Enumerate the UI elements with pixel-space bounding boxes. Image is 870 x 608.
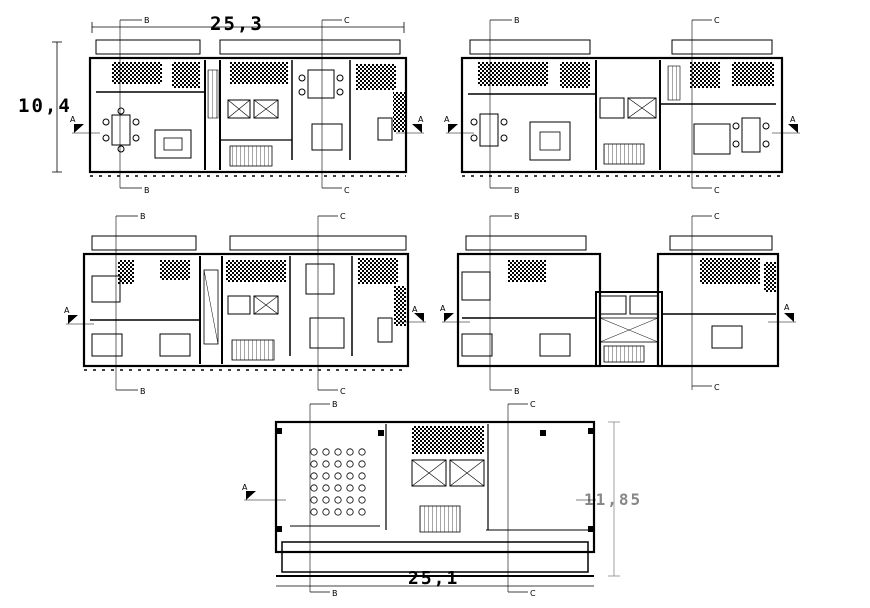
section-c-top: C [714, 212, 720, 221]
section-a-right: A [790, 115, 796, 124]
section-c-bottom: C [530, 589, 536, 598]
top-width-label: 25,3 [210, 13, 264, 35]
section-a-right: A [784, 303, 790, 312]
section-b-bottom: B [332, 589, 338, 598]
section-c-top: C [344, 16, 350, 25]
section-a-left: A [440, 304, 446, 313]
section-b-top: B [332, 400, 338, 409]
section-a-right: A [418, 115, 424, 124]
floor-plan-1: B C B C A A [70, 16, 424, 195]
section-c-top: C [530, 400, 536, 409]
floor-plan-2: B C B C A A [444, 16, 800, 195]
section-c-top: C [340, 212, 346, 221]
section-a-left: A [242, 483, 248, 492]
section-b-top: B [140, 212, 146, 221]
auditorium-seats [310, 448, 366, 516]
left-height-label: 10,4 [18, 95, 72, 117]
section-c-bottom: C [344, 186, 350, 195]
section-b-bottom: B [144, 186, 150, 195]
section-b-top: B [144, 16, 150, 25]
section-b-bottom: B [514, 387, 520, 396]
section-b-bottom: B [514, 186, 520, 195]
section-c-bottom: C [340, 387, 346, 396]
section-b-bottom: B [140, 387, 146, 396]
section-c-bottom: C [714, 383, 720, 392]
section-c-top: C [714, 16, 720, 25]
bottom-width-label: 25,1 [408, 568, 459, 589]
top-dimension: 25,3 [91, 13, 405, 35]
section-b-top: B [514, 16, 520, 25]
right-height-label: 11,85 [584, 490, 642, 509]
section-a-left: A [64, 306, 70, 315]
section-a-right: A [412, 305, 418, 314]
section-a-left: A [70, 115, 76, 124]
floor-plan-4: B C B C A A [440, 212, 796, 396]
section-c-bottom: C [714, 186, 720, 195]
section-a-left: A [444, 115, 450, 124]
floor-plan-5: 25,1 11,85 B C B C A [242, 400, 642, 598]
left-dimension: 10,4 [18, 41, 72, 173]
floor-plan-3: B C B C A A [64, 212, 426, 396]
section-b-top: B [514, 212, 520, 221]
